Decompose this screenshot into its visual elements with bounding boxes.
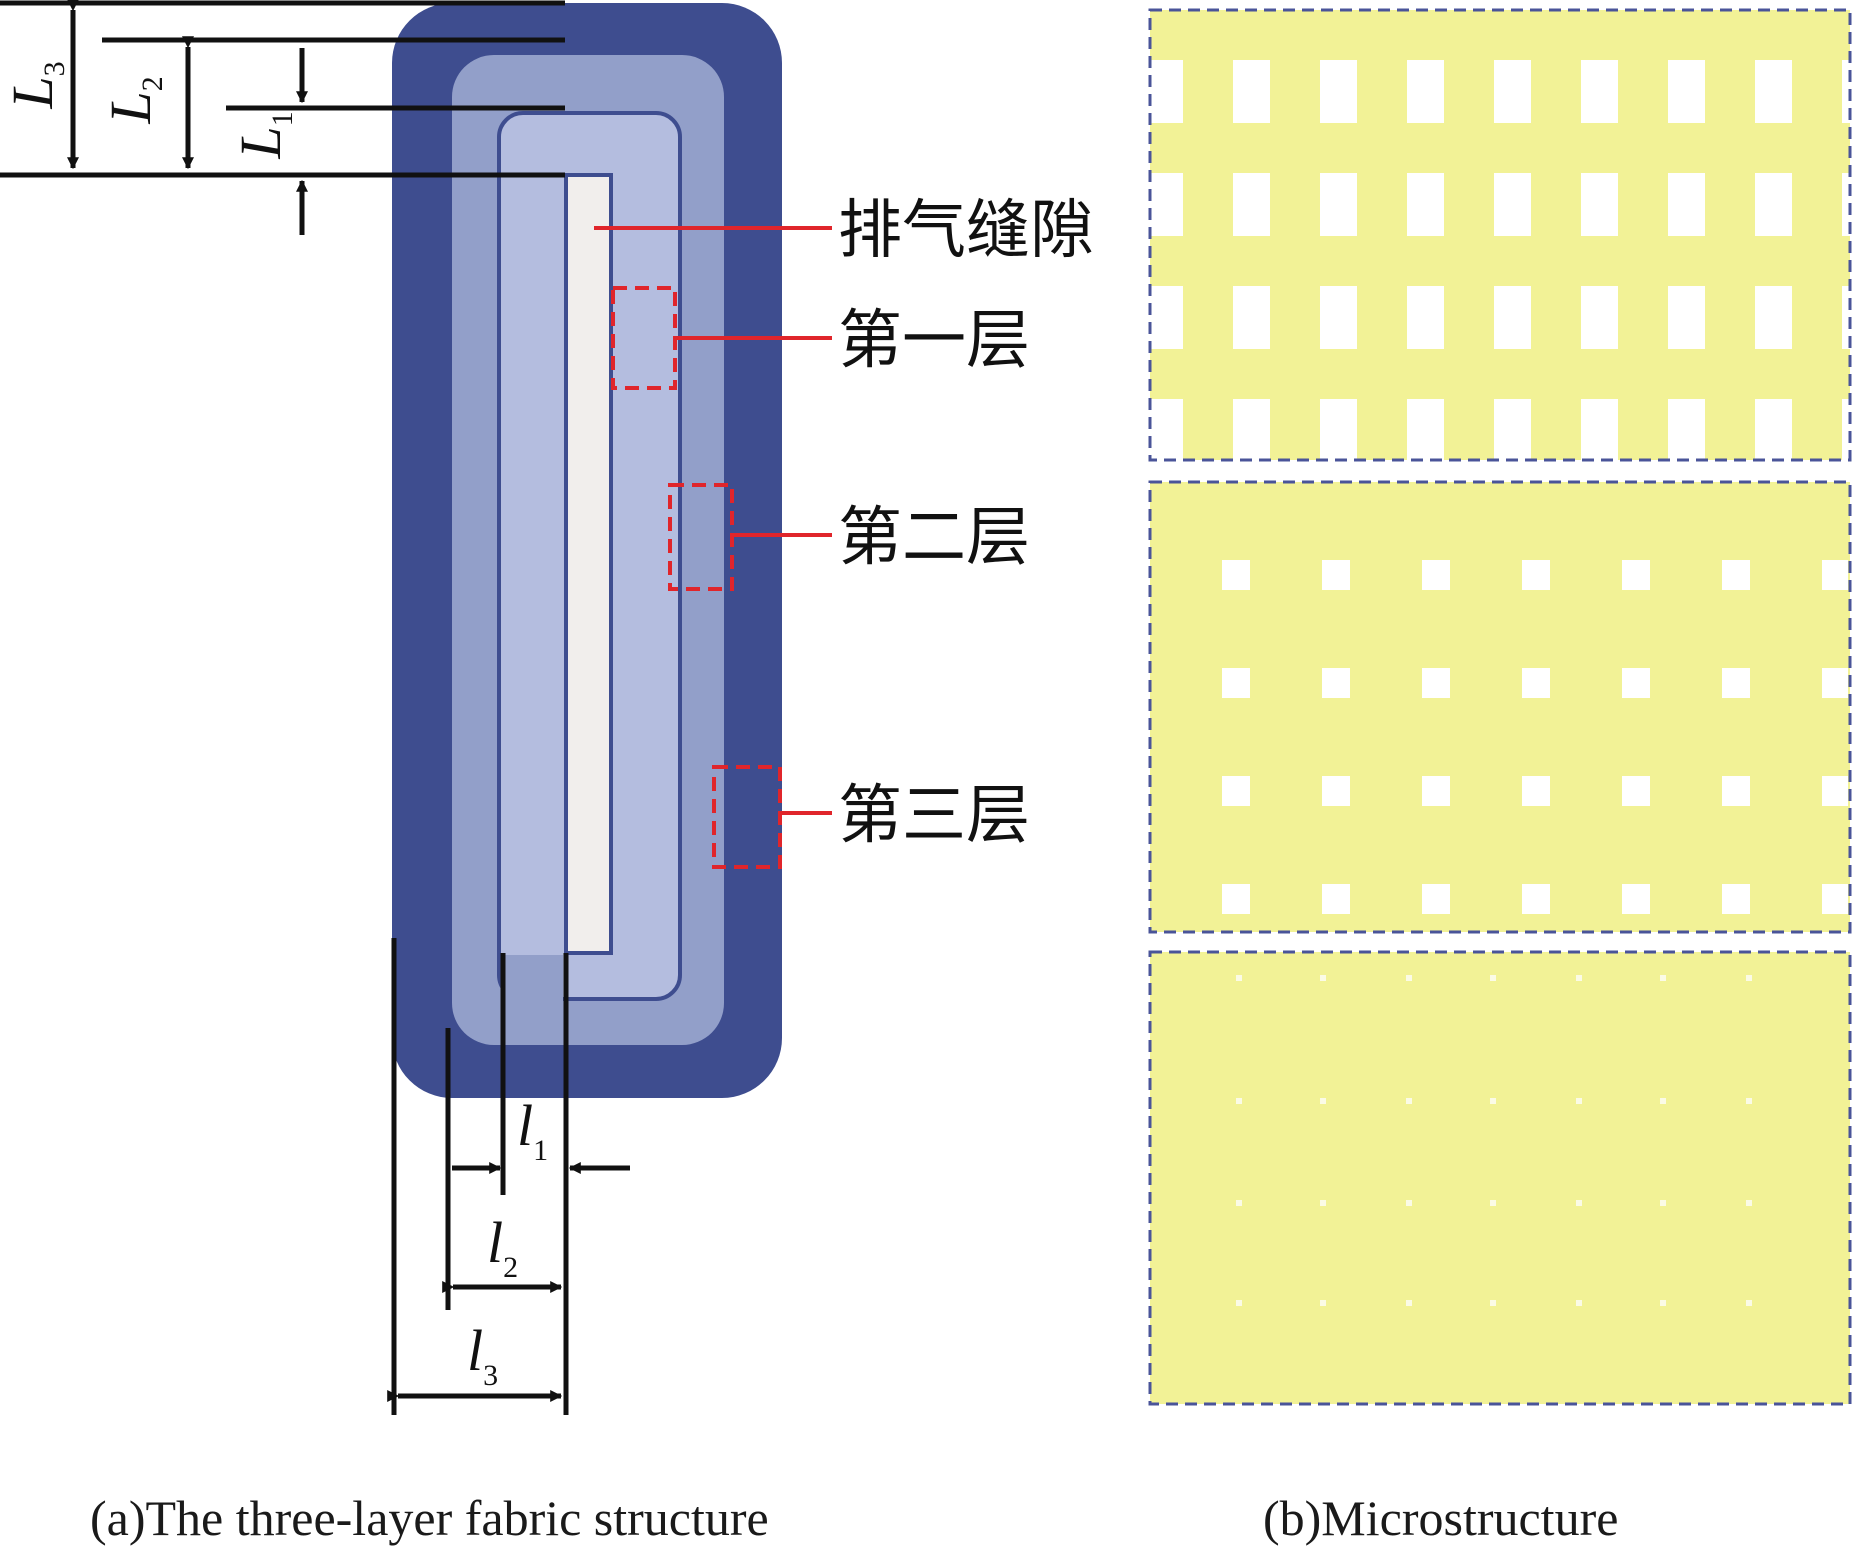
dim-L2-label: L2 <box>98 76 169 124</box>
weave-panel-medium <box>1148 480 1852 934</box>
label-layer-2: 第二层 <box>838 501 1030 575</box>
dim-l2-label: l2 <box>487 1210 518 1284</box>
vent-gap <box>564 173 613 955</box>
dim-l1-label: l1 <box>517 1093 548 1167</box>
panel-a-diagram <box>392 3 782 1098</box>
label-vent-gap: 排气缝隙 <box>838 194 1094 268</box>
label-layer-3: 第三层 <box>838 779 1030 853</box>
svg-text:L1: L1 <box>228 111 299 159</box>
callouts <box>594 226 832 869</box>
caption-a: (a)The three-layer fabric structure <box>90 1490 769 1546</box>
svg-text:L3: L3 <box>0 61 71 109</box>
top-dimension-lines <box>0 0 565 235</box>
fold-opening <box>503 955 563 1005</box>
dim-L1-label: L1 <box>228 111 299 159</box>
dim-l3-label: l3 <box>467 1318 498 1392</box>
weave-panel-dense <box>1148 950 1852 1406</box>
svg-text:L2: L2 <box>98 76 169 124</box>
dim-L3-label: L3 <box>0 61 71 109</box>
weave-panel-open <box>1148 8 1852 462</box>
label-layer-1: 第一层 <box>838 304 1030 378</box>
bottom-dimension-lines <box>387 938 630 1415</box>
caption-b: (b)Microstructure <box>1263 1490 1618 1546</box>
